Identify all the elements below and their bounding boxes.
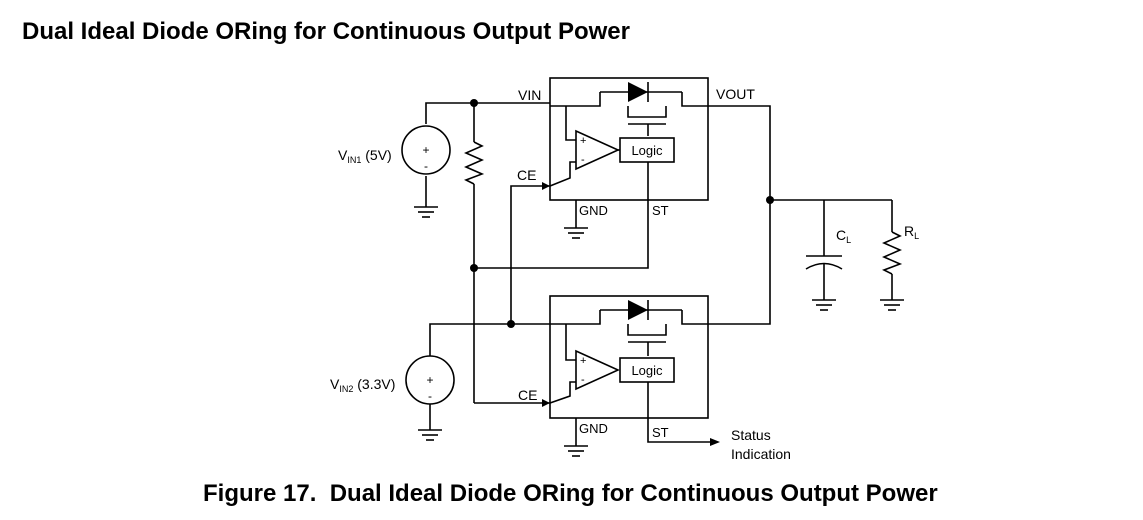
logic-label: Logic bbox=[631, 363, 663, 378]
diode-icon bbox=[628, 300, 648, 320]
svg-text:-: - bbox=[581, 154, 585, 166]
ground-symbol-vin2 bbox=[418, 429, 442, 441]
svg-text:+: + bbox=[580, 135, 586, 147]
load-resistor bbox=[880, 200, 904, 311]
opamp-icon bbox=[575, 129, 620, 171]
vout-rail bbox=[708, 105, 892, 325]
opamp-icon bbox=[575, 349, 620, 391]
status-label-line2: Indication bbox=[731, 446, 791, 462]
load-capacitor bbox=[805, 200, 843, 311]
st-label: ST bbox=[652, 203, 669, 218]
voltage-source-vin1: + - bbox=[401, 125, 451, 175]
pullup-resistor bbox=[464, 141, 485, 185]
voltage-source-vin2: + - bbox=[405, 355, 455, 405]
cl-label: CL bbox=[836, 227, 851, 245]
ce-label: CE bbox=[517, 167, 536, 183]
svg-text:+: + bbox=[426, 373, 433, 387]
gnd-label: GND bbox=[579, 203, 608, 218]
source-plus-sign: + bbox=[422, 143, 429, 157]
ce-label: CE bbox=[518, 387, 537, 403]
ideal-diode-ic-top: + - Logic bbox=[549, 77, 709, 228]
vout-label: VOUT bbox=[716, 86, 755, 102]
vin2-rail bbox=[429, 323, 550, 430]
page-title: Dual Ideal Diode ORing for Continuous Ou… bbox=[22, 18, 630, 45]
ground-symbol-ic2 bbox=[564, 445, 588, 457]
status-label-line1: Status bbox=[731, 427, 771, 443]
junction-dot bbox=[470, 99, 478, 107]
st-feedback-wire bbox=[474, 162, 649, 269]
svg-text:-: - bbox=[428, 389, 432, 403]
svg-text:+: + bbox=[580, 355, 586, 367]
vin2-label: VIN2 (3.3V) bbox=[330, 376, 395, 394]
svg-text:-: - bbox=[581, 374, 585, 386]
ce1-wire bbox=[510, 185, 550, 324]
vin1-rail bbox=[425, 102, 550, 403]
source-minus-sign: - bbox=[424, 159, 428, 173]
ce1-arrow bbox=[542, 182, 550, 190]
ground-symbol-ic1 bbox=[564, 227, 588, 239]
figure-caption: Figure 17. Dual Ideal Diode ORing for Co… bbox=[203, 480, 938, 507]
status-arrow bbox=[710, 438, 720, 446]
vin1-label: VIN1 (5V) bbox=[338, 147, 392, 165]
ground-symbol-vin1 bbox=[414, 206, 438, 218]
rl-label: RL bbox=[904, 223, 919, 241]
ce2-arrow bbox=[542, 399, 550, 407]
vin-label: VIN bbox=[518, 87, 541, 103]
st-label: ST bbox=[652, 425, 669, 440]
gnd-label: GND bbox=[579, 421, 608, 436]
logic-label: Logic bbox=[631, 143, 663, 158]
diode-icon bbox=[628, 82, 648, 102]
ideal-diode-ic-bottom: + - Logic bbox=[549, 295, 720, 446]
